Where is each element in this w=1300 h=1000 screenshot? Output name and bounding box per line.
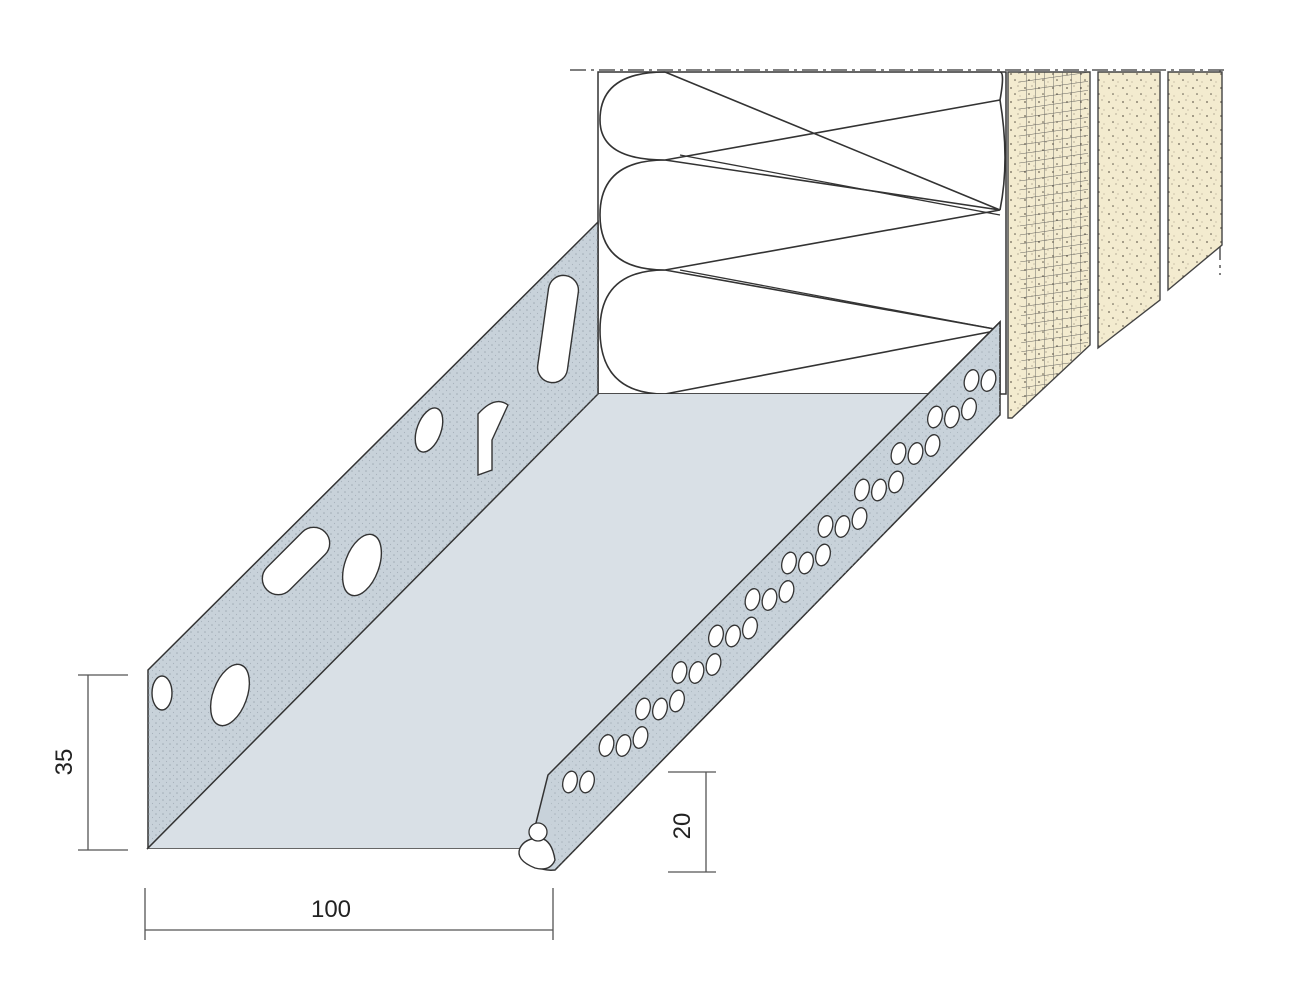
perforation-hole — [907, 442, 924, 465]
perforation-hole — [851, 507, 868, 530]
perforation-hole — [742, 616, 758, 640]
perforation-hole — [871, 478, 887, 502]
perforation-hole — [708, 624, 724, 648]
perforation-hole — [781, 551, 797, 575]
perforation-hole — [705, 653, 722, 676]
perforation-hole — [890, 442, 907, 465]
plaster-layers — [1007, 71, 1223, 419]
perforation-hole — [598, 734, 615, 757]
dimension-width: 100 — [144, 888, 554, 940]
dimension-height-back: 35 — [51, 674, 128, 851]
dimension-height-front: 20 — [668, 771, 716, 873]
perforation-hole — [778, 580, 795, 603]
insulation-layer — [597, 71, 1007, 395]
perforation-hole — [927, 405, 943, 429]
perforation-hole — [944, 405, 960, 429]
perforation-hole — [854, 478, 870, 502]
back-flange — [147, 220, 599, 850]
perforation-hole — [961, 397, 977, 421]
dimension-label-100: 100 — [311, 896, 351, 923]
perforation-hole — [888, 470, 904, 494]
perforation-hole — [669, 689, 685, 713]
perforation-hole — [815, 543, 831, 567]
perforation-hole — [562, 770, 578, 794]
profile-base-floor — [148, 394, 930, 848]
perforation-hole — [615, 734, 632, 757]
perforation-hole — [817, 515, 834, 538]
perforation-hole — [980, 369, 997, 392]
perforation-hole — [798, 551, 814, 575]
perforation-hole — [761, 588, 778, 611]
perforation-hole — [652, 697, 668, 721]
perforation-hole — [725, 624, 741, 648]
perforation-hole — [834, 515, 851, 538]
front-flange — [518, 320, 1001, 871]
perforation-hole — [924, 434, 941, 457]
perforation-hole — [579, 770, 595, 794]
perforation-hole — [671, 661, 688, 684]
dimension-label-35: 35 — [51, 749, 78, 776]
perforation-hole — [744, 588, 761, 611]
perforation-hole — [688, 661, 705, 684]
dimension-label-20: 20 — [669, 813, 696, 840]
perforation-hole — [963, 369, 980, 392]
perforation-hole — [632, 726, 649, 749]
perforation-hole — [635, 697, 651, 721]
